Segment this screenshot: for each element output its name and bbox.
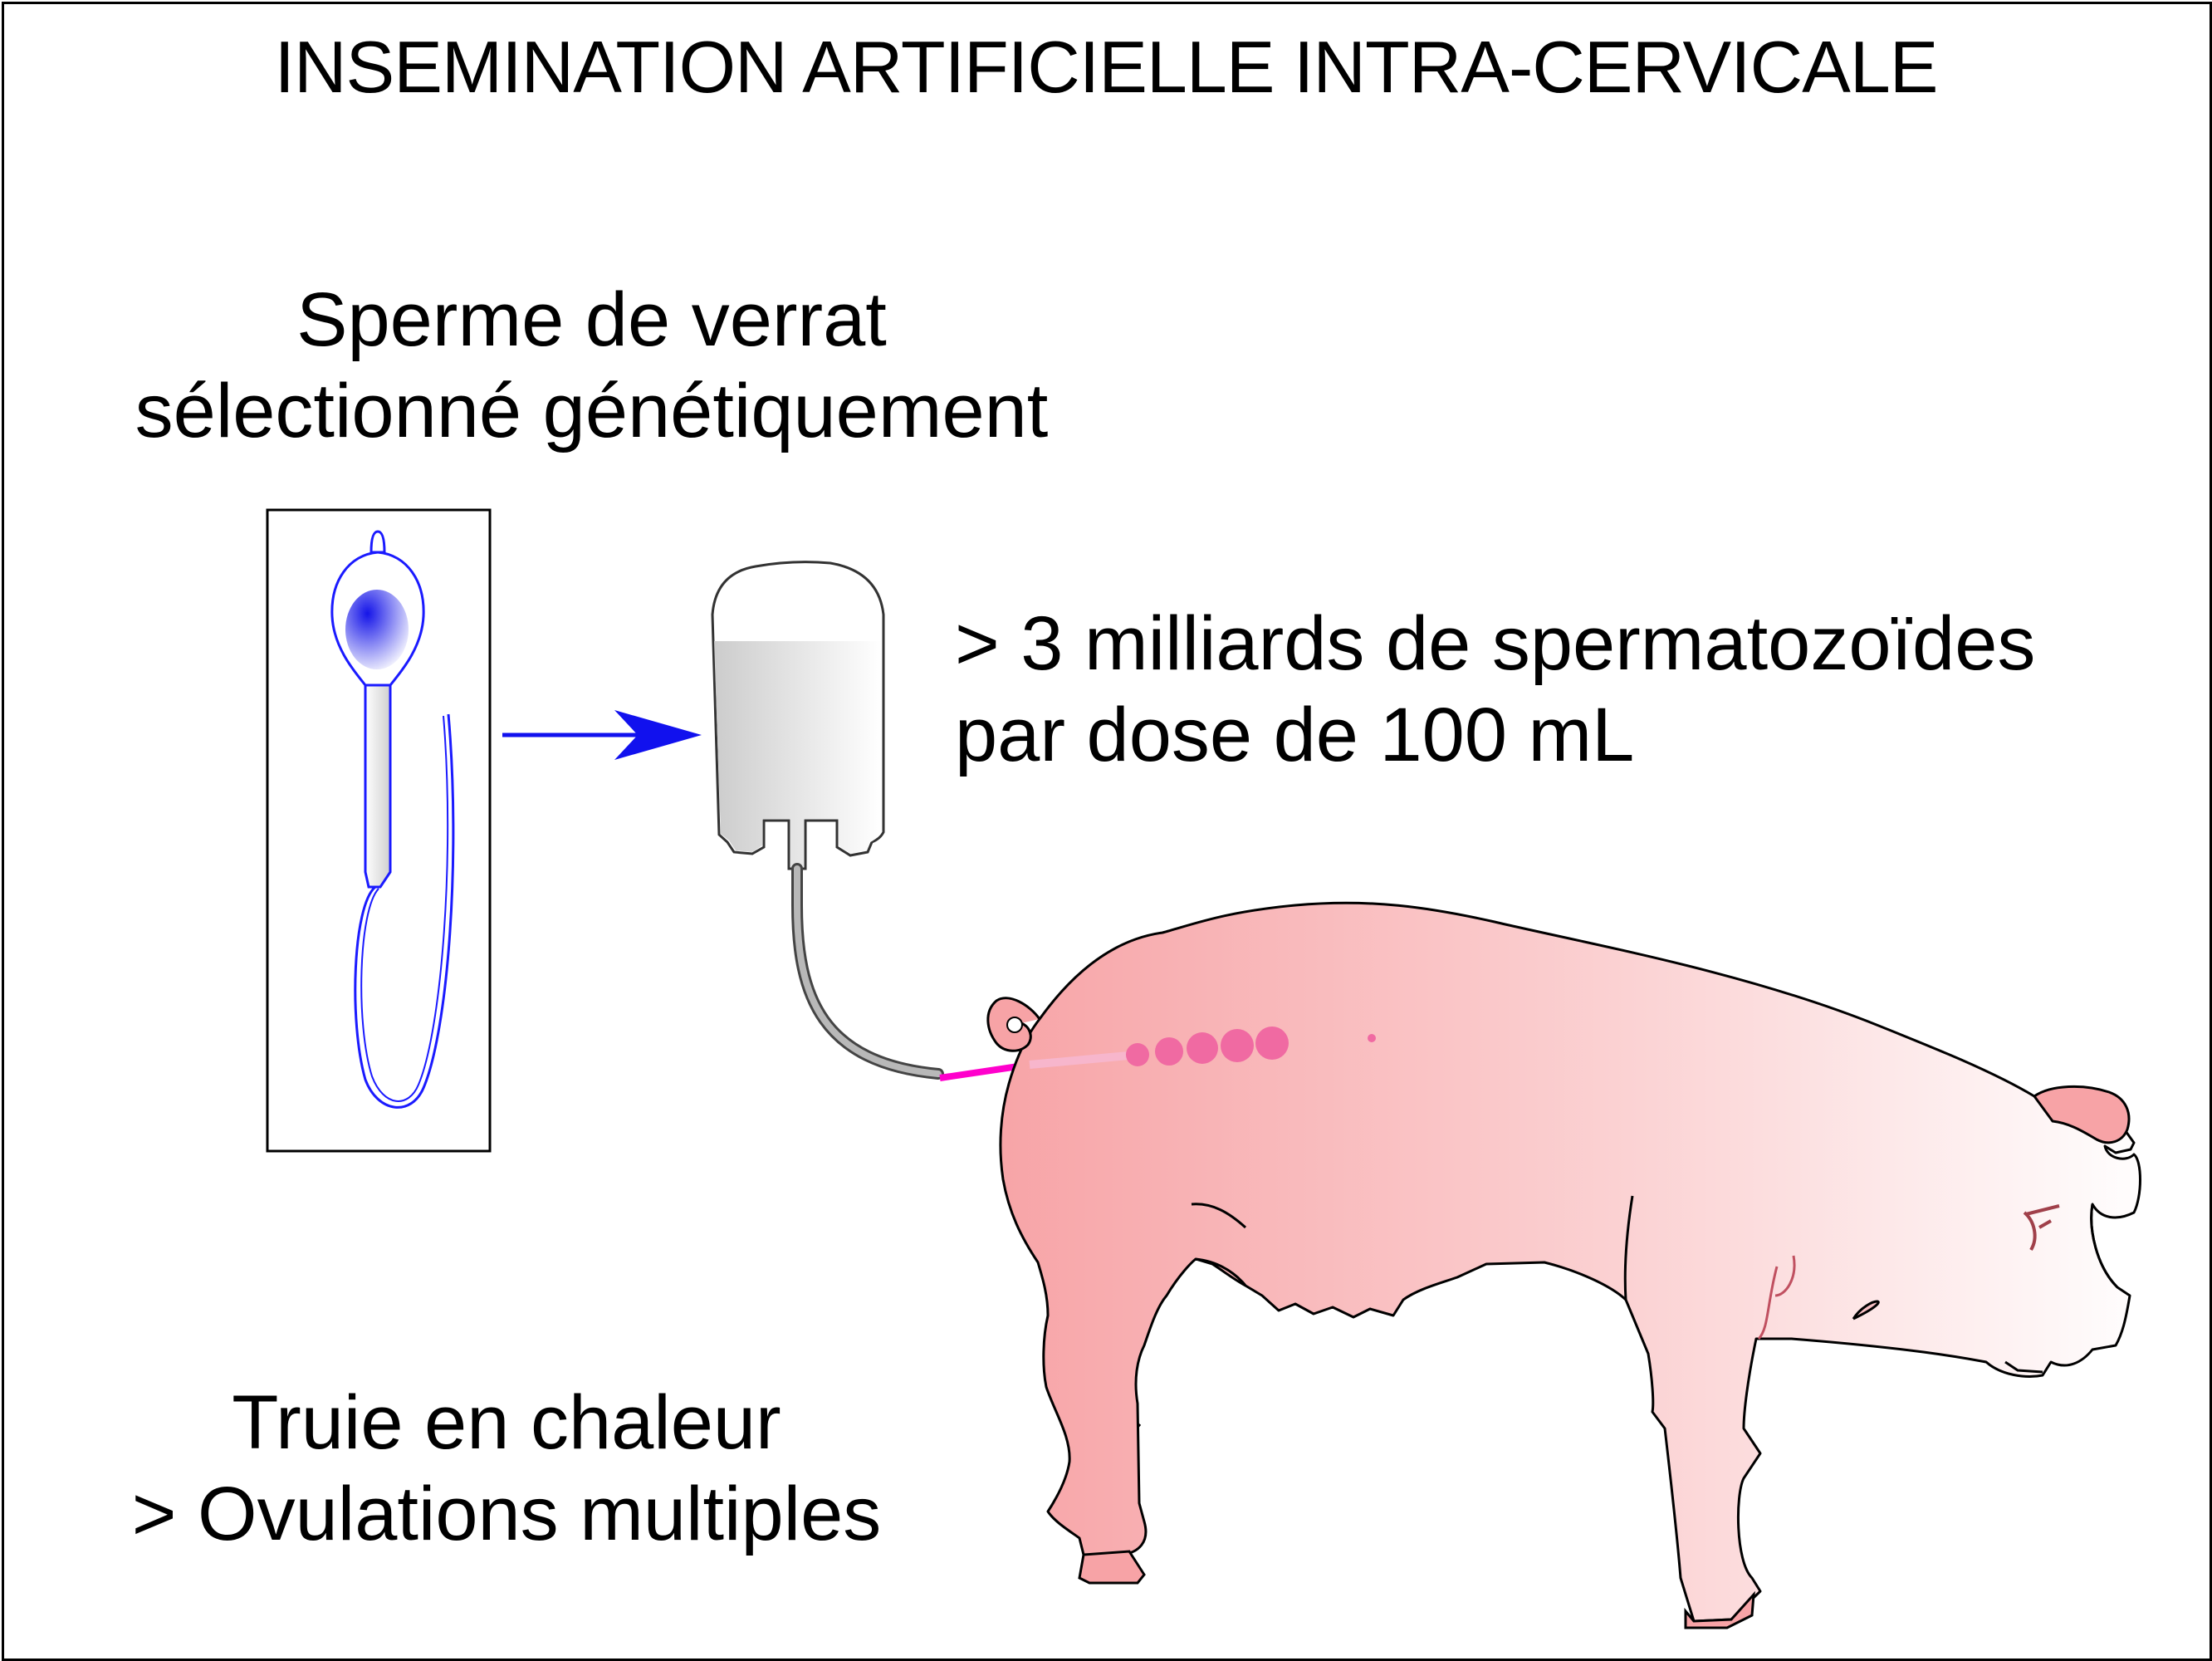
page-title: INSEMINATION ARTIFICIELLE INTRA-CERVICAL…	[274, 26, 1939, 108]
pig-eye	[2023, 1204, 2060, 1252]
pig-uterine-horn	[1126, 1026, 1289, 1066]
sperm-nucleus	[345, 590, 409, 669]
sow-caption-line1: Truie en chaleur	[232, 1380, 781, 1465]
dose-caption-line2: par dose de 100 mL	[955, 693, 1635, 778]
sow-caption: Truie en chaleur > Ovulations multiples	[33, 1377, 980, 1561]
catheter-tube	[794, 865, 942, 1077]
dose-caption-line1: > 3 milliards de spermatozoïdes	[955, 601, 2036, 686]
dose-caption: > 3 milliards de spermatozoïdes par dose…	[955, 598, 2035, 782]
semen-bottle-icon	[711, 561, 885, 870]
pig-hind-hoof	[1078, 1550, 1146, 1585]
sow-caption-line2: > Ovulations multiples	[131, 1472, 882, 1557]
pig-body	[999, 901, 2141, 1623]
pig-cervix	[1029, 1051, 1138, 1069]
pig-ovary	[1368, 1034, 1376, 1042]
catheter-tube-outline	[791, 863, 944, 1080]
arrow-right-icon	[502, 710, 702, 760]
semen-caption-line2: sélectionné génétiquement	[135, 369, 1049, 454]
sperm-midpiece	[364, 684, 392, 889]
pig-ear	[2032, 1085, 2131, 1144]
spermatozoon-illustration	[266, 508, 492, 1153]
sperm-acrosome	[369, 530, 386, 554]
sperm-tail	[354, 713, 455, 1109]
pig-front-hoof	[1684, 1590, 1755, 1629]
semen-caption: Sperme de verrat sélectionné génétiqueme…	[33, 274, 1150, 458]
semen-caption-line1: Sperme de verrat	[296, 277, 887, 362]
pig-illustration	[986, 901, 2141, 1629]
sperm-tail-inner	[360, 715, 449, 1102]
bottle-liquid	[714, 641, 882, 867]
